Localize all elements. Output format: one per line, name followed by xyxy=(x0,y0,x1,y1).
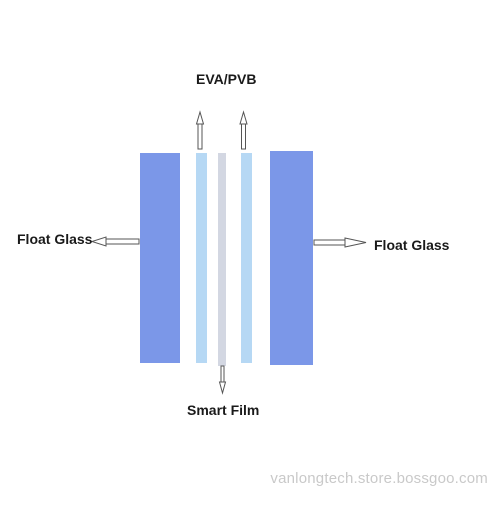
smart-film-arrow xyxy=(218,365,227,395)
eva-pvb-label: EVA/PVB xyxy=(196,71,257,87)
smart-film-layer xyxy=(218,153,226,366)
float-glass-left-panel xyxy=(140,153,180,363)
float-glass-left-arrow xyxy=(90,236,140,247)
eva-pvb-left-layer xyxy=(196,153,207,363)
eva-pvb-left-arrow xyxy=(195,110,205,150)
float-glass-right-arrow xyxy=(313,237,367,248)
eva-pvb-right-arrow xyxy=(239,110,248,150)
float-glass-left-label: Float Glass xyxy=(17,231,93,247)
float-glass-right-panel xyxy=(270,151,313,365)
eva-pvb-right-layer xyxy=(241,153,252,363)
float-glass-right-label: Float Glass xyxy=(374,237,450,253)
smart-film-label: Smart Film xyxy=(187,402,260,418)
watermark-text: vanlongtech.store.bossgoo.com xyxy=(270,470,488,487)
